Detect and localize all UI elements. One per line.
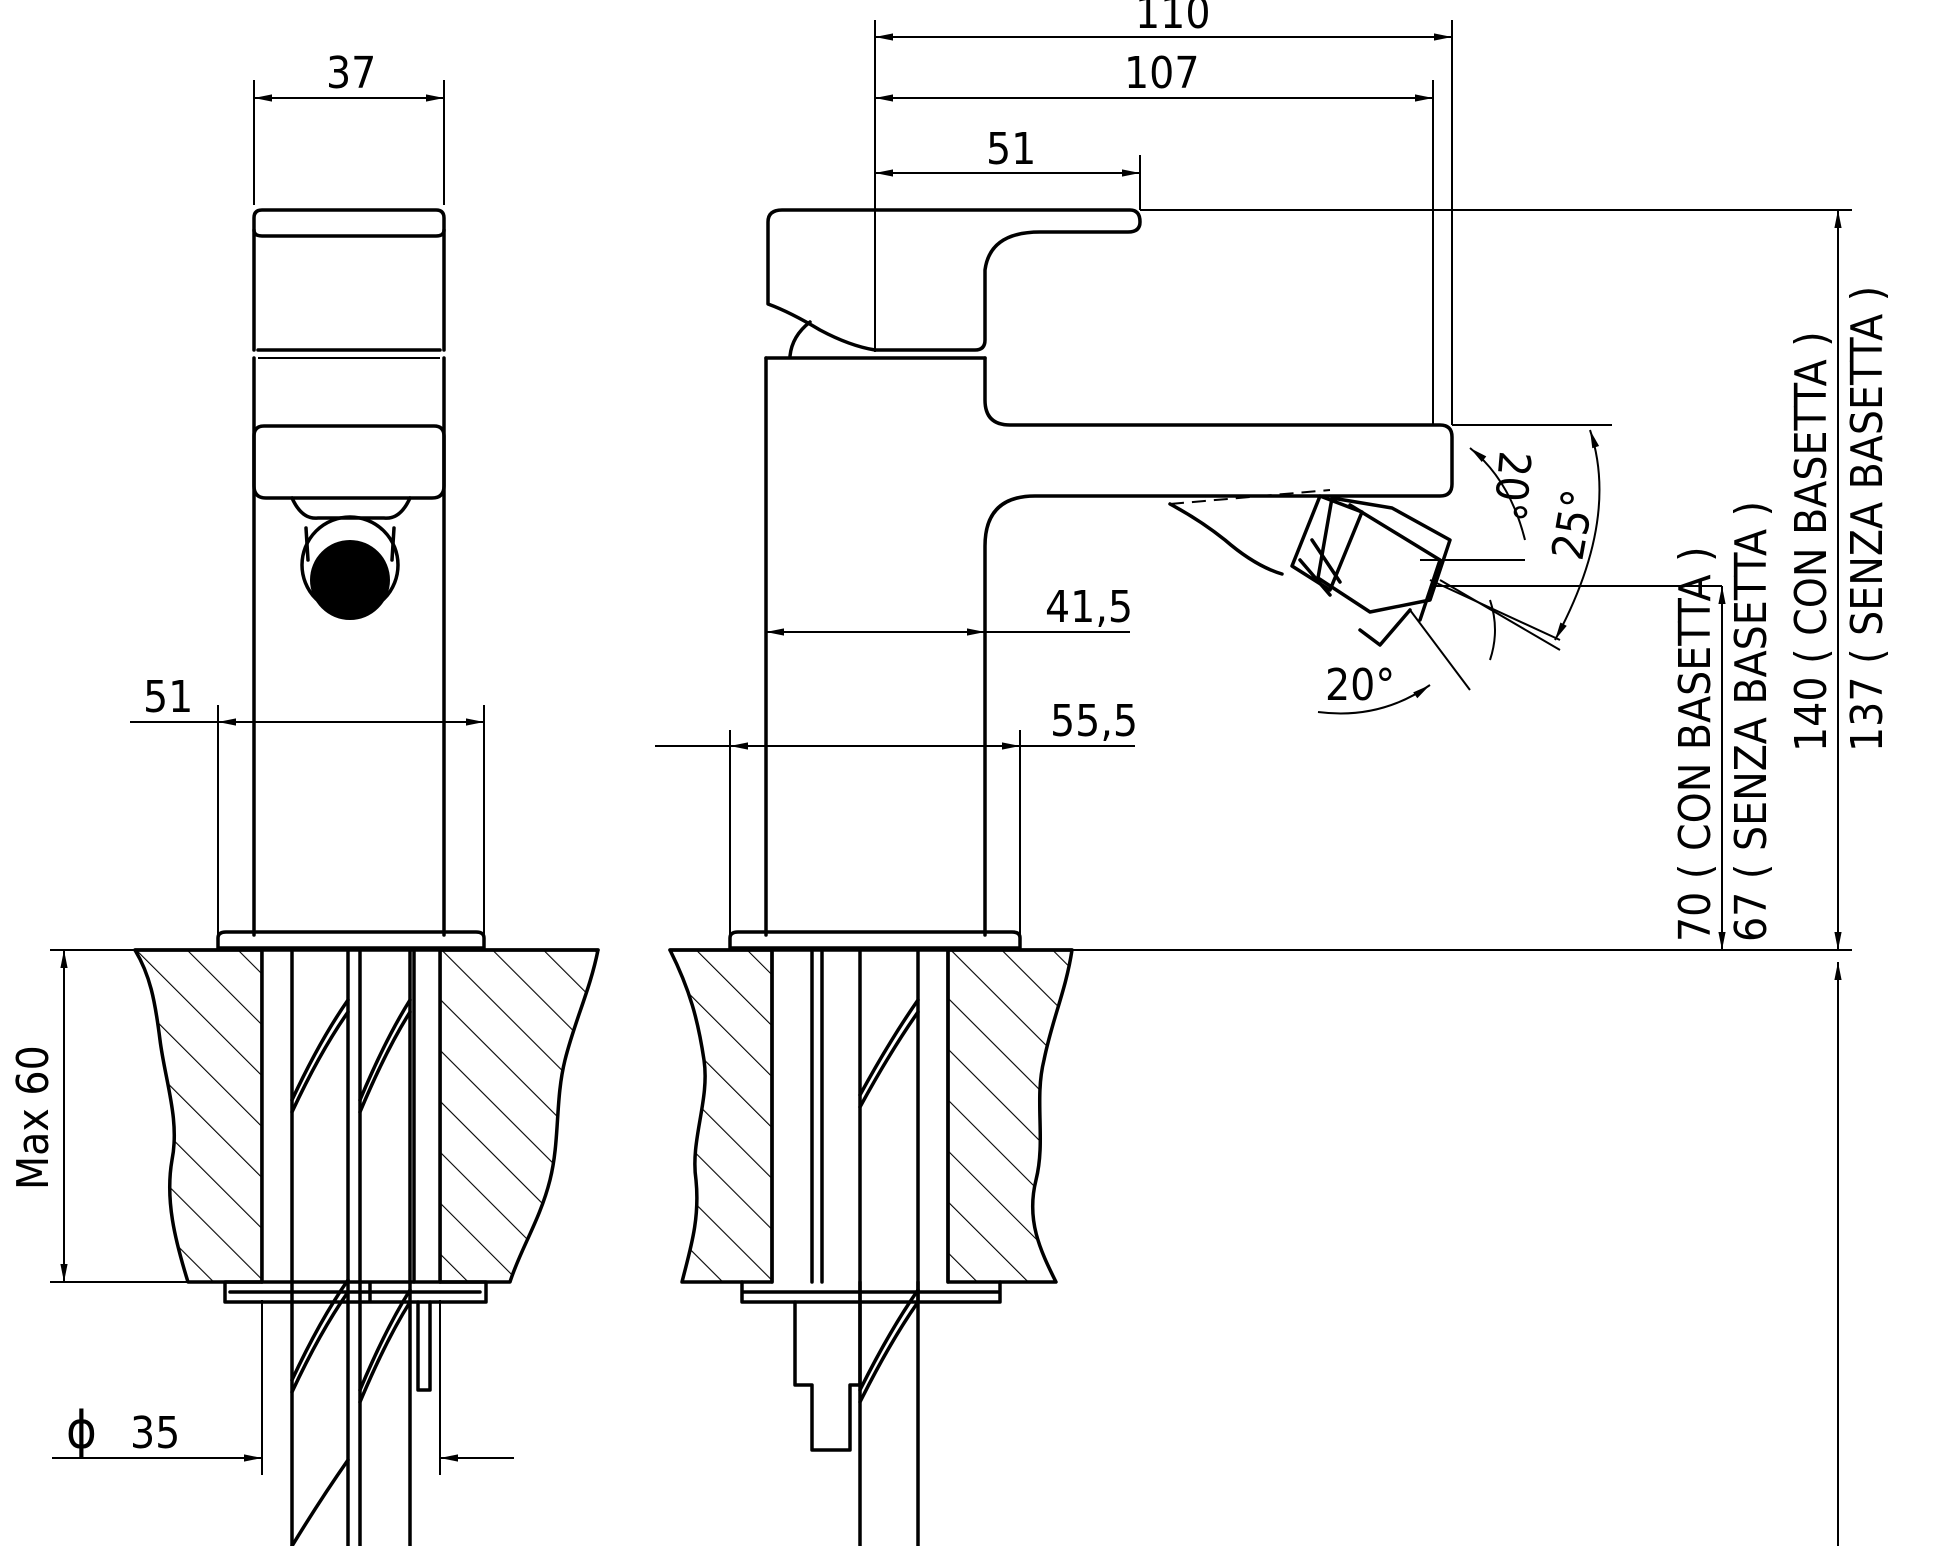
front-countertop-right (438, 948, 600, 1284)
side-spray-head (1168, 502, 1284, 576)
dim-side-base: 55,5 (1050, 696, 1138, 747)
front-spout-block (252, 424, 446, 500)
side-countertop-right (946, 948, 1074, 1284)
dim-side-spout: 107 (1124, 48, 1200, 99)
dim-angle-mid: 25° (1543, 486, 1605, 564)
side-base-plate (728, 930, 1022, 950)
front-body (252, 356, 446, 937)
dim-side-lever: 51 (986, 124, 1036, 175)
dim-height-67: 67 ( SENZA BASETTA ) (1726, 501, 1777, 942)
front-countertop-left (133, 948, 264, 1284)
side-supply-pipes (770, 948, 950, 1546)
dim-max-depth: Max 60 (8, 1045, 59, 1190)
dim-pipe-symbol: ϕ (66, 1401, 97, 1461)
front-nozzle-inner (310, 540, 390, 620)
side-view: 110 107 51 41,5 55,5 20° 25° 20° (655, 0, 1893, 1546)
dim-pipe-diameter: 35 (130, 1408, 180, 1459)
front-lever-handle (252, 208, 446, 238)
dim-side-body: 41,5 (1045, 582, 1133, 633)
dim-height-140: 140 ( CON BASETTA ) (1786, 331, 1837, 752)
dim-front-base: 51 (143, 672, 193, 723)
dim-front-width: 37 (326, 48, 376, 99)
front-fixing-nut (223, 1280, 488, 1304)
front-base-plate (216, 930, 486, 950)
dim-side-total: 110 (1135, 0, 1211, 39)
side-fixing-nut (740, 1280, 1002, 1304)
front-view: 37 51 Max 60 ϕ 35 (8, 48, 600, 1546)
side-countertop-left (668, 948, 774, 1284)
dim-angle-top: 20° (1483, 449, 1540, 523)
side-lever-handle (766, 208, 1142, 352)
front-spout-collar (290, 496, 412, 520)
dim-height-137: 137 ( SENZA BASETTA ) (1842, 286, 1893, 752)
side-body (764, 356, 1454, 937)
front-nozzle-stem (304, 526, 396, 562)
dim-height-70: 70 ( CON BASETTA ) (1670, 546, 1721, 942)
front-supply-pipes (260, 948, 442, 1546)
dim-angle-bottom: 20° (1325, 660, 1395, 711)
